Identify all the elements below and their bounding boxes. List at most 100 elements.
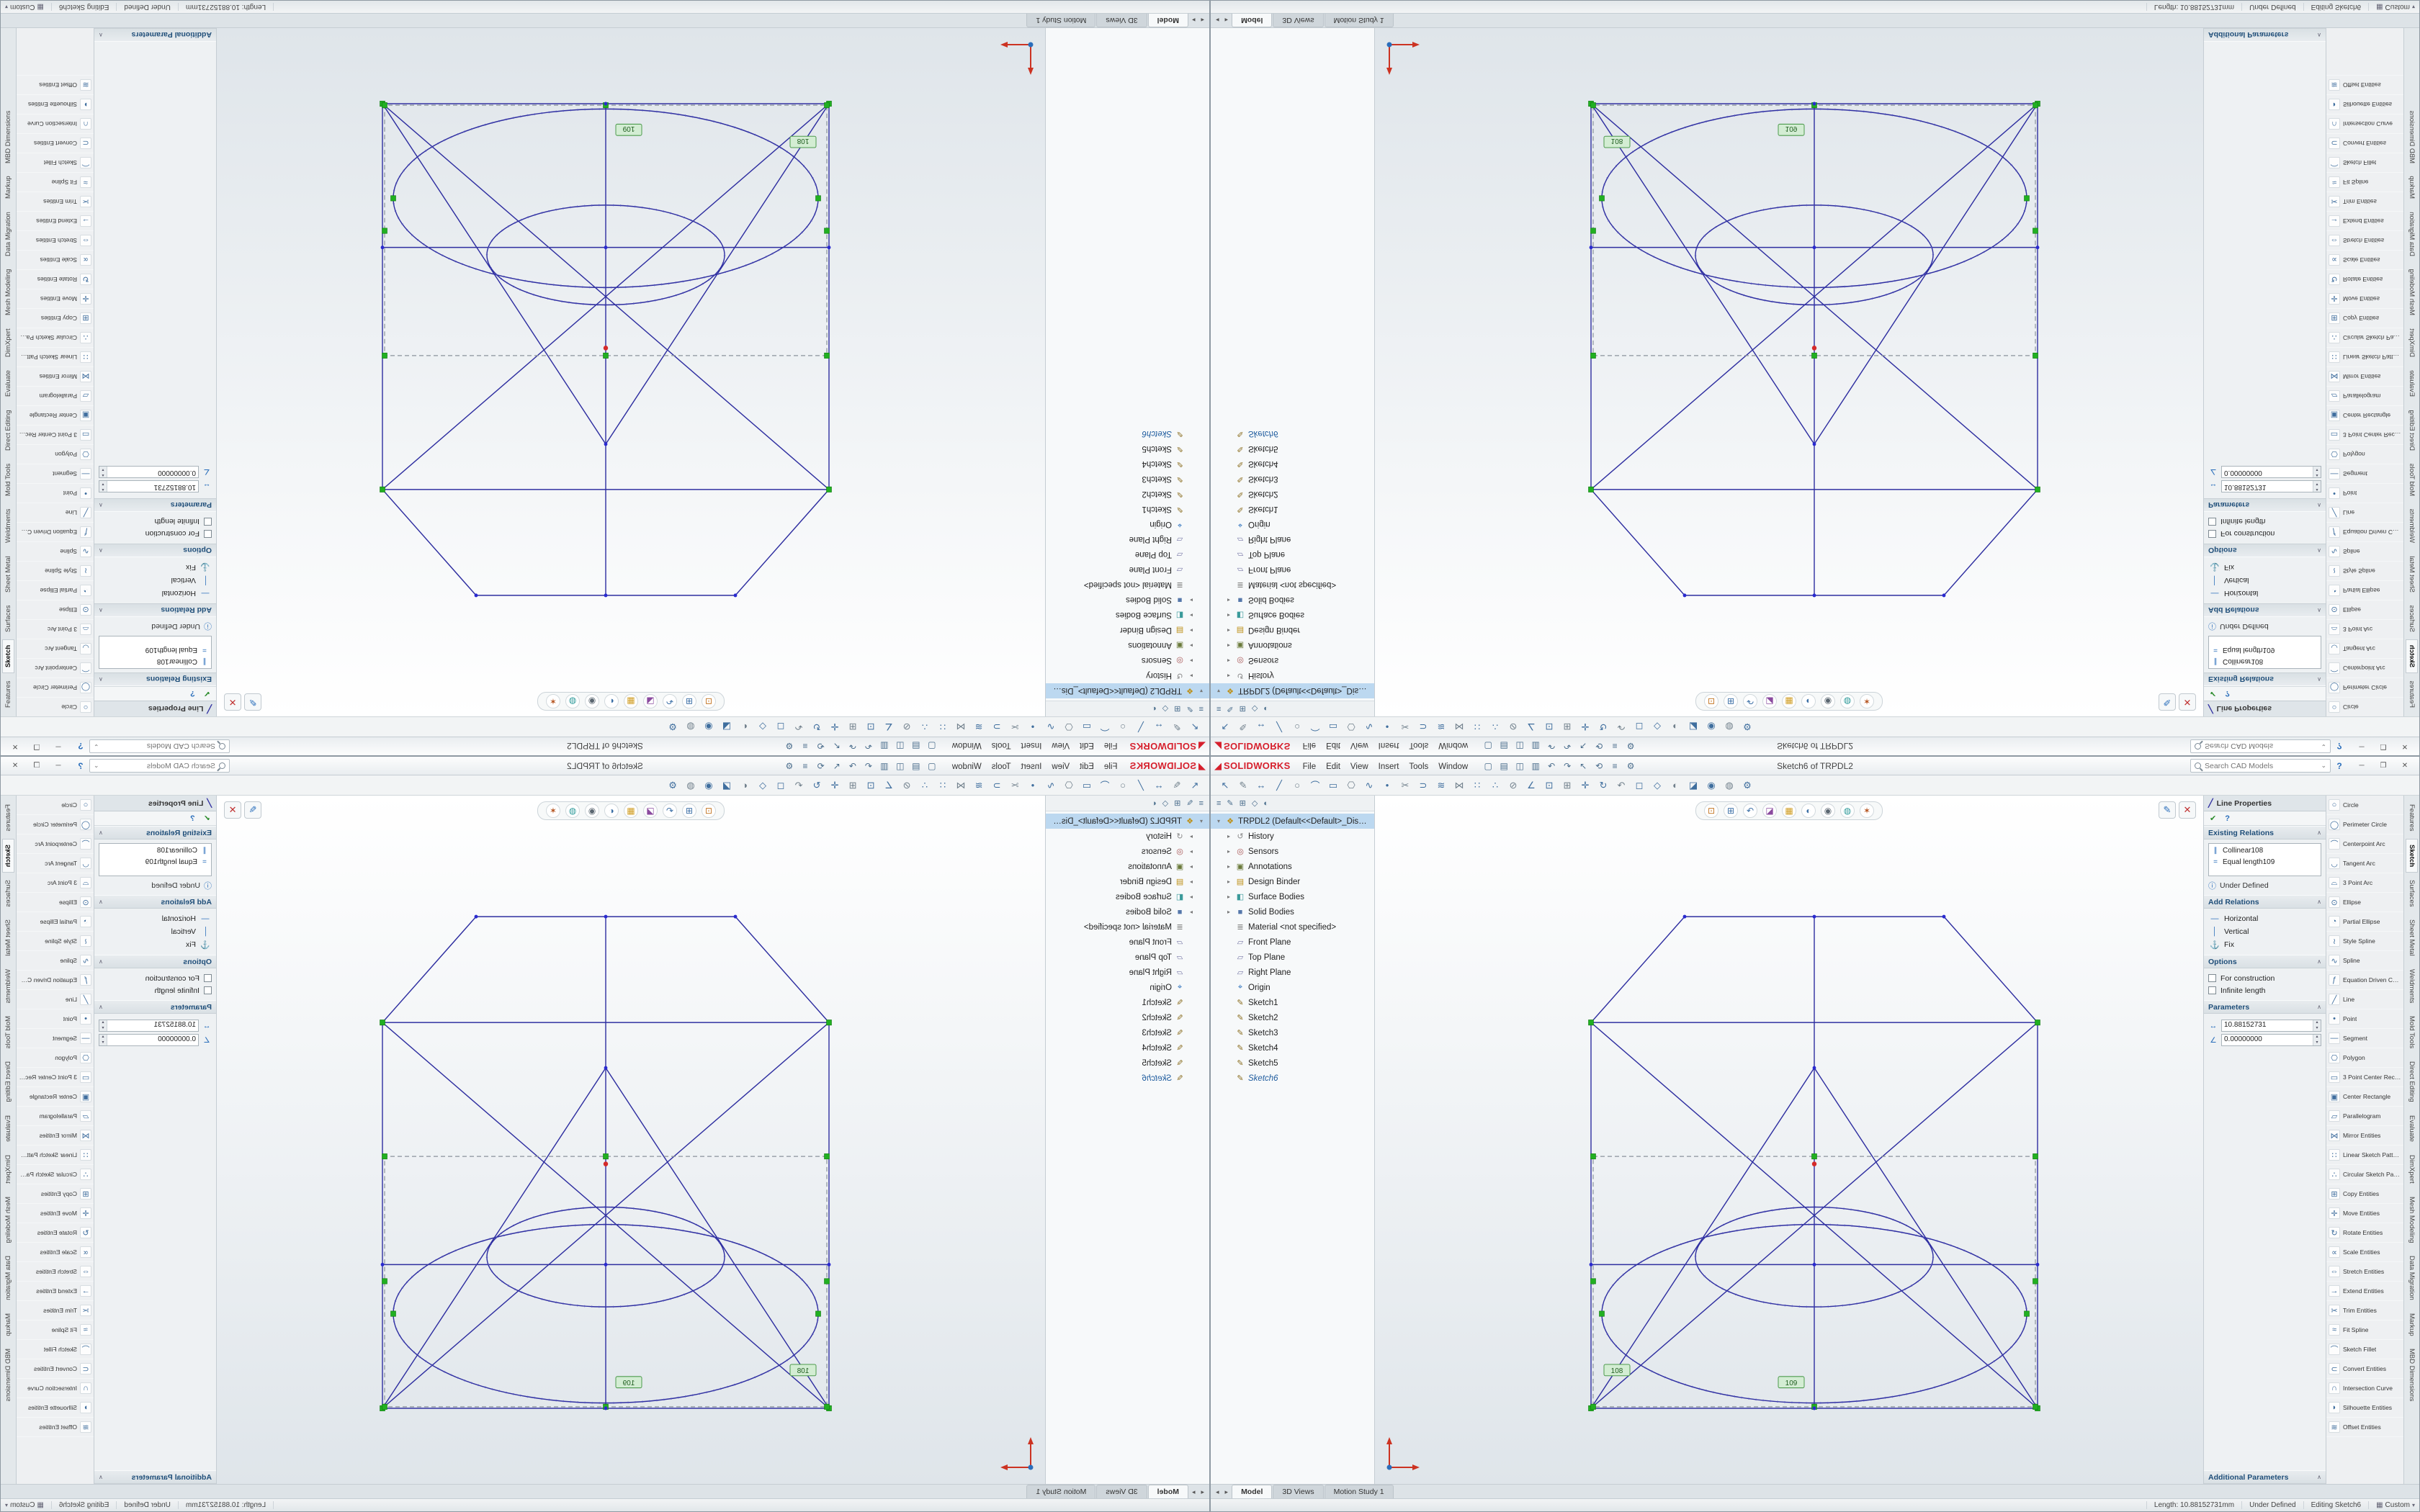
offset-entities-tool[interactable]: ≋ Offset Entities [17, 1418, 94, 1437]
appearance-icon[interactable]: ◍ [686, 721, 695, 733]
relation-equal-length[interactable]: = Equal length109 [2210, 856, 2320, 868]
tree-item[interactable]: ▸ ■ Solid Bodies [1046, 904, 1209, 919]
menu-item[interactable]: View [1052, 762, 1070, 771]
tree-item[interactable]: ✎ Sketch5 [1046, 1056, 1209, 1071]
circle-tool-icon[interactable]: ○ [1120, 721, 1126, 732]
tab-model[interactable]: Model [1147, 14, 1188, 27]
circular-sketch-pattern-tool[interactable]: ∴ Circular Sketch Pattern [17, 1165, 94, 1184]
view-settings-icon[interactable]: ✶ [1860, 694, 1874, 708]
select-arrow-icon[interactable]: ↖ [1579, 741, 1587, 752]
parameter-input[interactable]: 0.00000000 ▴▾ [2221, 466, 2321, 478]
section-add-relations[interactable]: Add Relations ∧ [2204, 895, 2326, 909]
section-view-icon[interactable]: ◪ [1688, 779, 1698, 791]
section-options[interactable]: Options ∧ [2204, 544, 2326, 557]
zoom-fit-icon[interactable]: ⊡ [1704, 694, 1718, 708]
spin-down-icon[interactable]: ▾ [2313, 1040, 2321, 1045]
ellipse-tool[interactable]: ⊙ Ellipse [17, 893, 94, 912]
select-icon[interactable]: ↖ [1191, 779, 1199, 791]
section-parameters[interactable]: Parameters ∧ [2204, 498, 2326, 512]
tree-expand-icon[interactable]: ▸ [1190, 597, 1193, 603]
offset-entities-tool[interactable]: ≋ Offset Entities [2326, 1418, 2403, 1437]
display-style-icon[interactable]: ◐ [1672, 721, 1678, 732]
tab-scroll-left-icon[interactable]: ◂ [1216, 17, 1219, 24]
tree-item[interactable]: ▱ Top Plane [1211, 547, 1374, 562]
silhouette-entities-tool[interactable]: ◗ Silhouette Entities [2326, 94, 2403, 114]
section-view-icon[interactable]: ◪ [643, 804, 658, 818]
intersection-curve-tool[interactable]: ∩ Intersection Curve [2326, 1379, 2403, 1398]
parameter-input[interactable]: 0.00000000 ▴▾ [2221, 1034, 2321, 1046]
three-point-arc-tool[interactable]: ⌓ 3 Point Arc [17, 873, 94, 893]
tree-item[interactable]: ▸ ◧ Surface Bodies [1046, 889, 1209, 904]
undo-icon[interactable]: ↶ [864, 741, 872, 752]
tree-item[interactable]: ✎ Sketch1 [1046, 502, 1209, 517]
menu-item[interactable]: File [1302, 762, 1317, 771]
search-icon[interactable] [219, 762, 225, 769]
tree-expand-icon[interactable]: ▸ [1190, 909, 1193, 915]
save-icon[interactable]: ◫ [896, 741, 905, 752]
tab-3d-views[interactable]: 3D Views [1273, 14, 1324, 27]
tab-3d-views[interactable]: 3D Views [1273, 1485, 1324, 1498]
mirror-entities-icon[interactable]: ⋈ [956, 779, 966, 791]
circle-tool-icon[interactable]: ○ [1120, 780, 1126, 791]
spinner[interactable]: ▴▾ [2313, 1035, 2321, 1045]
tree-item[interactable]: ▸ ◧ Surface Bodies [1211, 889, 1374, 904]
undo-icon[interactable]: ↶ [1548, 760, 1556, 771]
point-tool-icon[interactable]: • [1031, 721, 1035, 732]
ellipse-tool[interactable]: ⊙ Ellipse [2326, 893, 2403, 912]
circle-tool[interactable]: ○ Circle [2326, 697, 2403, 716]
rotate-entities-tool[interactable]: ↻ Rotate Entities [17, 1223, 94, 1243]
sketch-fillet-tool[interactable]: ⌒ Sketch Fillet [2326, 153, 2403, 172]
three-point-center-rectangle-tool[interactable]: ▭ 3 Point Center Rectangle [17, 1068, 94, 1087]
tree-item[interactable]: ▱ Right Plane [1046, 965, 1209, 980]
tree-expand-icon[interactable]: ▸ [1227, 833, 1230, 840]
menu-item[interactable]: Insert [1021, 762, 1042, 771]
tree-item[interactable]: ▾ ❖ TRPDL2 (Default<<Default>_Display St… [1046, 814, 1209, 829]
front-view-icon[interactable]: ◻ [776, 779, 785, 791]
select-arrow-icon[interactable]: ↖ [833, 760, 841, 771]
linear-sketch-pattern-tool[interactable]: ∷ Linear Sketch Pattern [2326, 1146, 2403, 1165]
spin-down-icon[interactable]: ▾ [99, 1025, 107, 1031]
menu-item[interactable]: Edit [1080, 741, 1094, 750]
file-properties-icon[interactable]: ≡ [1612, 760, 1618, 771]
parallelogram-tool[interactable]: ▱ Parallelogram [2326, 386, 2403, 405]
tree-expand-icon[interactable]: ▸ [1190, 657, 1193, 664]
spinner[interactable]: ▴▾ [99, 1035, 107, 1045]
fit-spline-tool[interactable]: ≈ Fit Spline [2326, 1320, 2403, 1340]
tab-model[interactable]: Model [1232, 1485, 1273, 1498]
polygon-tool[interactable]: ⎔ Polygon [17, 1048, 94, 1068]
line-tool[interactable]: ╱ Line [2326, 503, 2403, 522]
menu-item[interactable]: File [1103, 741, 1118, 750]
tab-motion-study[interactable]: Motion Study 1 [1026, 1485, 1096, 1498]
menu-item[interactable]: Window [1438, 762, 1469, 771]
pm-help-icon[interactable]: ? [2225, 814, 2230, 823]
checkbox[interactable] [204, 530, 212, 538]
section-view-icon[interactable]: ◪ [643, 694, 658, 708]
spin-down-icon[interactable]: ▾ [2313, 481, 2321, 487]
tab-weldments[interactable]: Weldments [2408, 508, 2416, 544]
three-point-arc-tool[interactable]: ⌓ 3 Point Arc [17, 619, 94, 639]
tree-item[interactable]: ▸ ▣ Annotations [1211, 859, 1374, 874]
save-icon[interactable]: ◫ [1515, 741, 1524, 752]
tree-item[interactable]: ▾ ❖ TRPDL2 (Default<<Default>_Display St… [1046, 683, 1209, 698]
select-arrow-icon[interactable]: ↖ [1579, 760, 1587, 771]
smart-dimension-icon[interactable]: ↔ [1256, 780, 1266, 791]
trim-tool-icon[interactable]: ✂ [1401, 779, 1410, 791]
rectangle-tool-icon[interactable]: ▭ [1082, 779, 1092, 791]
rotate-entities-tool[interactable]: ↻ Rotate Entities [17, 269, 94, 289]
configurationmanager-tab-icon[interactable]: ⊞ [1239, 704, 1246, 713]
tab-scroll-right-icon[interactable]: ▸ [1191, 1488, 1196, 1495]
circular-pattern-icon[interactable]: ∴ [921, 721, 928, 733]
tangent-arc-tool[interactable]: ◡ Tangent Arc [17, 639, 94, 658]
tab-direct-editing[interactable]: Direct Editing [2408, 1061, 2416, 1102]
rotate-entities-tool[interactable]: ↻ Rotate Entities [2326, 1223, 2403, 1243]
menu-item[interactable]: Window [951, 741, 982, 750]
spin-up-icon[interactable]: ▴ [2313, 1035, 2321, 1040]
isometric-view-icon[interactable]: ◇ [1654, 721, 1661, 733]
dimxpertmanager-tab-icon[interactable]: ◇ [1251, 704, 1258, 713]
section-options[interactable]: Options ∧ [94, 544, 216, 557]
edit-appearance-icon[interactable]: ◍ [565, 804, 580, 818]
equation-driven-curve-tool[interactable]: ƒ Equation Driven Curve [17, 522, 94, 541]
sketch-drawing[interactable]: 108 109 [1375, 28, 2203, 716]
offset-entities-tool[interactable]: ≋ Offset Entities [17, 75, 94, 94]
linear-sketch-pattern-tool[interactable]: ∷ Linear Sketch Pattern [17, 347, 94, 366]
